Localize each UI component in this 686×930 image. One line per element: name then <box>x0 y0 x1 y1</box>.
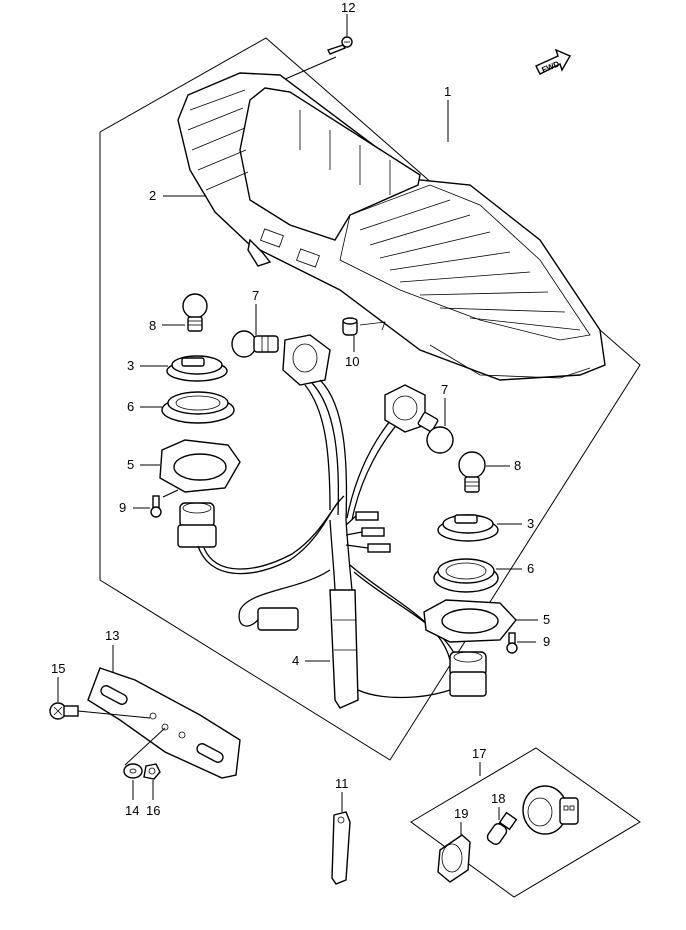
socket-connector-right <box>449 651 487 697</box>
callout-14: 14 <box>125 803 139 818</box>
socket-connector-left <box>177 502 217 548</box>
callout-5-left: 5 <box>127 457 134 472</box>
retainer-ring-left <box>166 355 228 382</box>
tail-lamp-housing <box>177 72 606 381</box>
callout-7-right: 7 <box>441 382 448 397</box>
bolt-icon <box>49 702 79 720</box>
wire-harness <box>197 379 459 709</box>
nut-icon-16 <box>143 763 161 780</box>
screw-icon-9b <box>506 632 518 654</box>
fwd-arrow-icon: FWD <box>535 48 571 75</box>
callout-3-right: 3 <box>527 516 534 531</box>
gasket-ring-left <box>161 391 235 424</box>
callout-5-right: 5 <box>543 612 550 627</box>
bulb-icon-7b <box>417 411 454 454</box>
callout-7-left: 7 <box>252 288 259 303</box>
callout-10: 10 <box>345 354 359 369</box>
callout-18: 18 <box>491 791 505 806</box>
gasket-ring-right <box>433 558 499 593</box>
washer-icon <box>123 763 143 779</box>
callout-2: 2 <box>149 188 156 203</box>
subkit-frame <box>410 747 641 898</box>
callout-12: 12 <box>341 0 355 15</box>
callout-9-left: 9 <box>119 500 126 515</box>
callout-16: 16 <box>146 803 160 818</box>
callout-17: 17 <box>472 746 486 761</box>
screw-icon-9a <box>150 495 162 518</box>
callout-1: 1 <box>444 84 451 99</box>
callout-15: 15 <box>51 661 65 676</box>
bulb-socket-left <box>282 334 331 386</box>
callout-19: 19 <box>454 806 468 821</box>
nut-icon <box>342 317 358 336</box>
callout-13: 13 <box>105 628 119 643</box>
seal-plate-left <box>159 439 241 493</box>
bulb-icon-left <box>182 293 208 332</box>
callout-4: 4 <box>292 653 299 668</box>
callout-6-right: 6 <box>527 561 534 576</box>
cable-strap <box>331 811 351 885</box>
callout-8-right: 8 <box>514 458 521 473</box>
screw-icon <box>327 36 353 55</box>
seal-plate-right <box>423 599 517 643</box>
callout-9-right: 9 <box>543 634 550 649</box>
lamp-socket-icon <box>522 785 579 835</box>
callout-6-left: 6 <box>127 399 134 414</box>
wedge-bulb-icon <box>486 811 518 845</box>
callout-11: 11 <box>335 776 349 791</box>
bulb-icon-7a <box>231 330 279 358</box>
callout-3-left: 3 <box>127 358 134 373</box>
callout-8-left: 8 <box>149 318 156 333</box>
license-lamp-lens <box>437 834 471 883</box>
license-bracket <box>87 667 241 779</box>
fwd-label: FWD <box>540 59 560 74</box>
bulb-icon-right <box>458 451 486 493</box>
retainer-ring-right <box>437 514 499 542</box>
